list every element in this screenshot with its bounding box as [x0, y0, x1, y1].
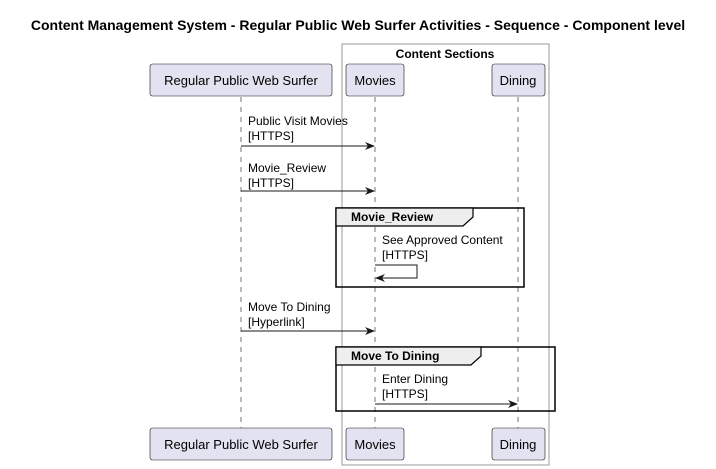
message-label: Movie_Review	[248, 161, 326, 175]
message-label: Enter Dining	[382, 372, 448, 386]
participant-movies-bottom[interactable]: Movies	[345, 427, 405, 461]
message-enter-dining: Enter Dining [HTTPS]	[375, 372, 518, 408]
message-protocol: [HTTPS]	[248, 176, 294, 190]
participant-dining-top[interactable]: Dining	[491, 63, 546, 97]
participant-movies-label: Movies	[354, 437, 396, 452]
participant-movies-label: Movies	[354, 73, 396, 88]
message-protocol: [HTTPS]	[382, 248, 428, 262]
participant-movies-top[interactable]: Movies	[345, 63, 405, 97]
fragment-move-to-dining: Move To Dining	[335, 346, 556, 412]
message-arrow	[375, 264, 418, 282]
participant-surfer-bottom[interactable]: Regular Public Web Surfer	[149, 427, 333, 461]
participant-dining-bottom[interactable]: Dining	[491, 427, 546, 461]
message-protocol: [HTTPS]	[382, 387, 428, 401]
participant-surfer-label: Regular Public Web Surfer	[164, 437, 318, 452]
participant-dining-label: Dining	[500, 437, 537, 452]
content-sections-box: Content Sections	[341, 43, 550, 466]
fragment-label: Movie_Review	[351, 210, 434, 224]
message-label: Move To Dining	[248, 300, 331, 314]
content-sections-label: Content Sections	[396, 47, 495, 61]
message-protocol: [HTTPS]	[248, 129, 294, 143]
message-movie-review: Movie_Review [HTTPS]	[241, 161, 375, 195]
fragment-label: Move To Dining	[351, 349, 439, 363]
message-label: See Approved Content	[382, 233, 503, 247]
participant-surfer-top[interactable]: Regular Public Web Surfer	[149, 63, 333, 97]
diagram-title: Content Management System - Regular Publ…	[31, 17, 685, 33]
message-public-visit-movies: Public Visit Movies [HTTPS]	[241, 114, 375, 150]
message-move-to-dining: Move To Dining [Hyperlink]	[241, 300, 375, 335]
message-see-approved-content: See Approved Content [HTTPS]	[375, 233, 503, 282]
participant-surfer-label: Regular Public Web Surfer	[164, 73, 318, 88]
participant-dining-label: Dining	[500, 73, 537, 88]
message-label: Public Visit Movies	[248, 114, 348, 128]
message-protocol: [Hyperlink]	[248, 315, 305, 329]
fragment-movie-review: Movie_Review	[335, 207, 525, 288]
